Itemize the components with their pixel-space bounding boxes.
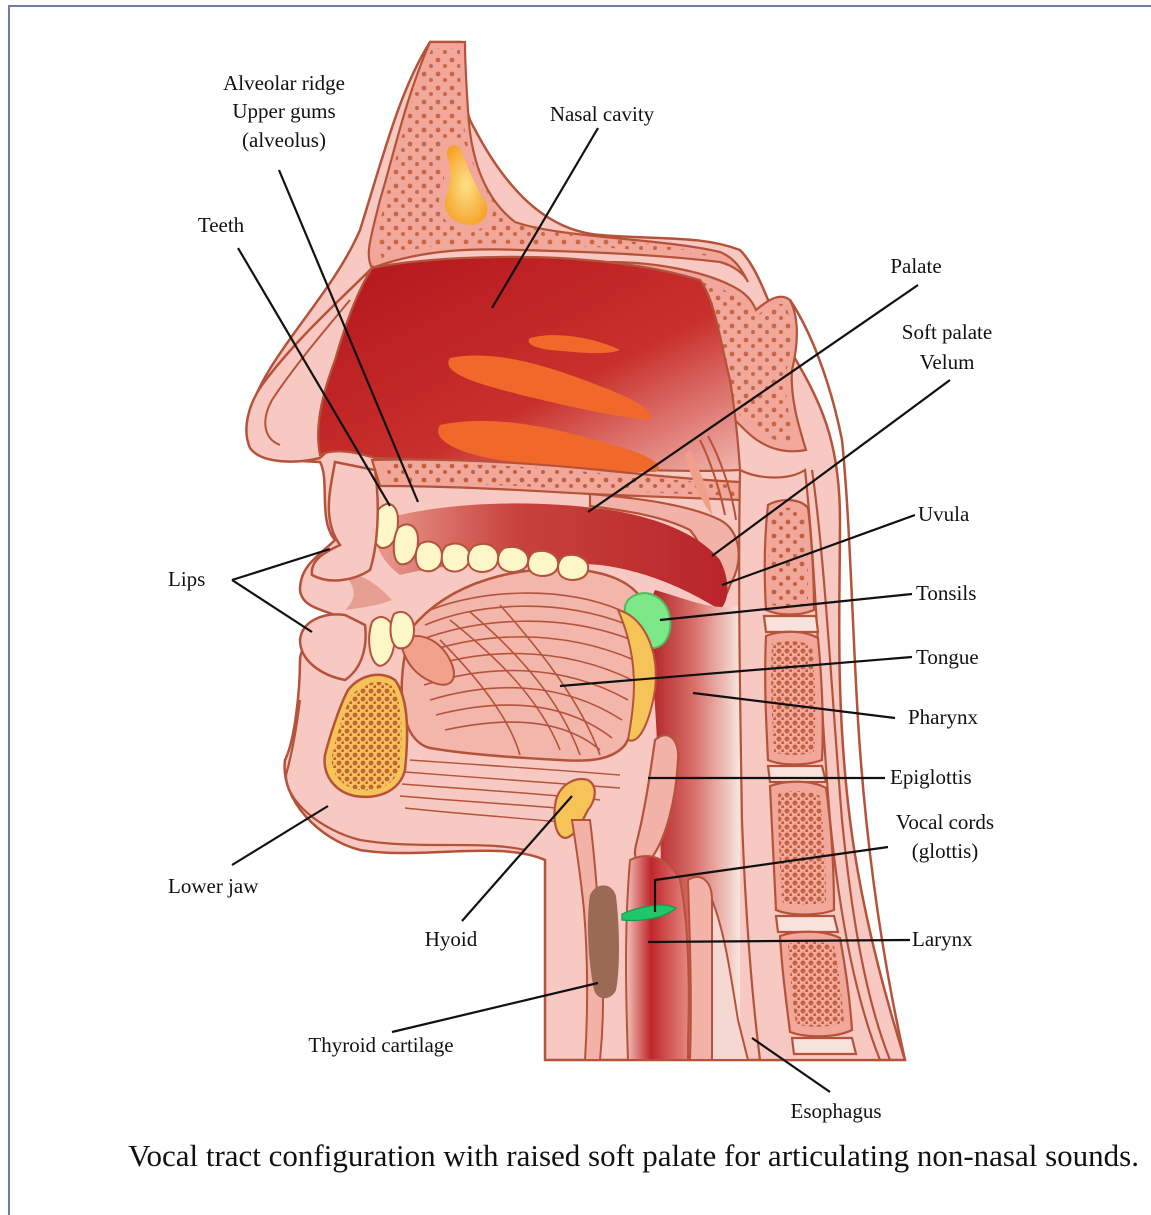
label-soft-palate-2: Velum [920, 350, 975, 374]
larynx-shape [626, 856, 689, 1060]
thyroid-cartilage-shape [588, 885, 619, 998]
vocal-tract-diagram: Alveolar ridge Upper gums (alveolus) Nas… [0, 0, 1151, 1130]
disc-1 [764, 616, 818, 632]
upper-lip [312, 462, 378, 580]
larynx-wall [688, 877, 712, 1060]
disc-4 [792, 1038, 856, 1054]
label-teeth: Teeth [198, 213, 245, 237]
label-tongue: Tongue [916, 645, 979, 669]
label-esophagus: Esophagus [791, 1099, 882, 1123]
label-thyroid-cartilage: Thyroid cartilage [308, 1033, 453, 1057]
label-lips: Lips [168, 567, 205, 591]
label-alveolar-ridge-1: Alveolar ridge [223, 71, 345, 95]
label-vocal-cords-2: (glottis) [912, 839, 979, 863]
label-alveolar-ridge-3: (alveolus) [242, 128, 326, 152]
label-palate: Palate [890, 254, 941, 278]
label-uvula: Uvula [918, 502, 970, 526]
disc-3 [776, 916, 838, 932]
label-tonsils: Tonsils [916, 581, 976, 605]
figure-caption: Vocal tract configuration with raised so… [0, 1138, 1151, 1174]
label-larynx: Larynx [912, 927, 973, 951]
label-alveolar-ridge-2: Upper gums [232, 99, 335, 123]
label-soft-palate-1: Soft palate [902, 320, 992, 344]
label-lower-jaw: Lower jaw [168, 874, 259, 898]
leader-lower-jaw [232, 806, 328, 865]
disc-2 [768, 766, 826, 782]
label-epiglottis: Epiglottis [890, 765, 972, 789]
label-vocal-cords-1: Vocal cords [896, 810, 994, 834]
label-pharynx: Pharynx [908, 705, 978, 729]
label-hyoid: Hyoid [425, 927, 478, 951]
label-nasal-cavity: Nasal cavity [550, 102, 655, 126]
